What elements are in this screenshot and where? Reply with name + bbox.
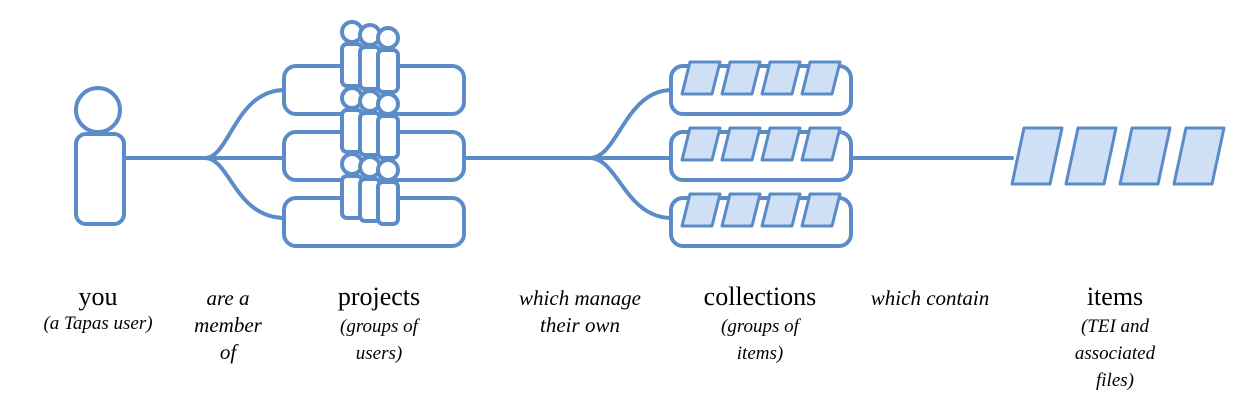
- group-person-icon: [376, 26, 400, 94]
- collection-document-icon: [760, 126, 802, 162]
- label-manage-2: their own: [540, 313, 620, 337]
- collection-document-icon: [680, 192, 722, 228]
- label-items-sub-1: (TEI and: [1080, 316, 1150, 337]
- group-person-icon: [376, 158, 400, 226]
- group-person-icon: [376, 92, 400, 160]
- collection-document-icon: [800, 60, 842, 96]
- label-member-3: of: [219, 340, 237, 364]
- collection-document-icon: [720, 192, 762, 228]
- collection-document-icon: [720, 126, 762, 162]
- collection-document-icon: [680, 60, 722, 96]
- item-document-icon: [1172, 126, 1226, 186]
- item-document-icon: [1118, 126, 1172, 186]
- label-projects-sub-1: (groups of: [340, 316, 418, 337]
- label-member-2: member: [194, 313, 262, 337]
- item-document-icon: [1064, 126, 1118, 186]
- item-document-icon: [1010, 126, 1064, 186]
- label-you-sub: (a Tapas user): [43, 313, 153, 334]
- collection-document-icon: [800, 126, 842, 162]
- label-you: you: [78, 282, 118, 311]
- label-contain: which contain: [870, 286, 990, 310]
- collection-document-icon: [760, 192, 802, 228]
- label-items-sub-2: associated: [1074, 343, 1156, 364]
- label-collections: collections: [703, 282, 817, 311]
- connector-you-projects: [122, 88, 287, 220]
- label-collections-sub-1: (groups of: [721, 316, 799, 337]
- connector-projects-collections: [462, 88, 674, 220]
- collection-document-icon: [760, 60, 802, 96]
- collection-document-icon: [720, 60, 762, 96]
- label-member-1: are a: [206, 286, 250, 310]
- person-icon: [74, 86, 126, 226]
- label-items: items: [1086, 282, 1144, 311]
- collection-document-icon: [680, 126, 722, 162]
- label-collections-sub-2: items): [736, 343, 784, 364]
- collection-document-icon: [800, 192, 842, 228]
- label-items-sub-3: files): [1096, 370, 1134, 391]
- user-group-icon: [340, 86, 400, 160]
- user-group-icon: [340, 20, 400, 94]
- label-projects: projects: [337, 282, 421, 311]
- label-projects-sub-2: users): [355, 343, 403, 364]
- user-group-icon: [340, 152, 400, 226]
- label-manage-1: which manage: [519, 286, 641, 310]
